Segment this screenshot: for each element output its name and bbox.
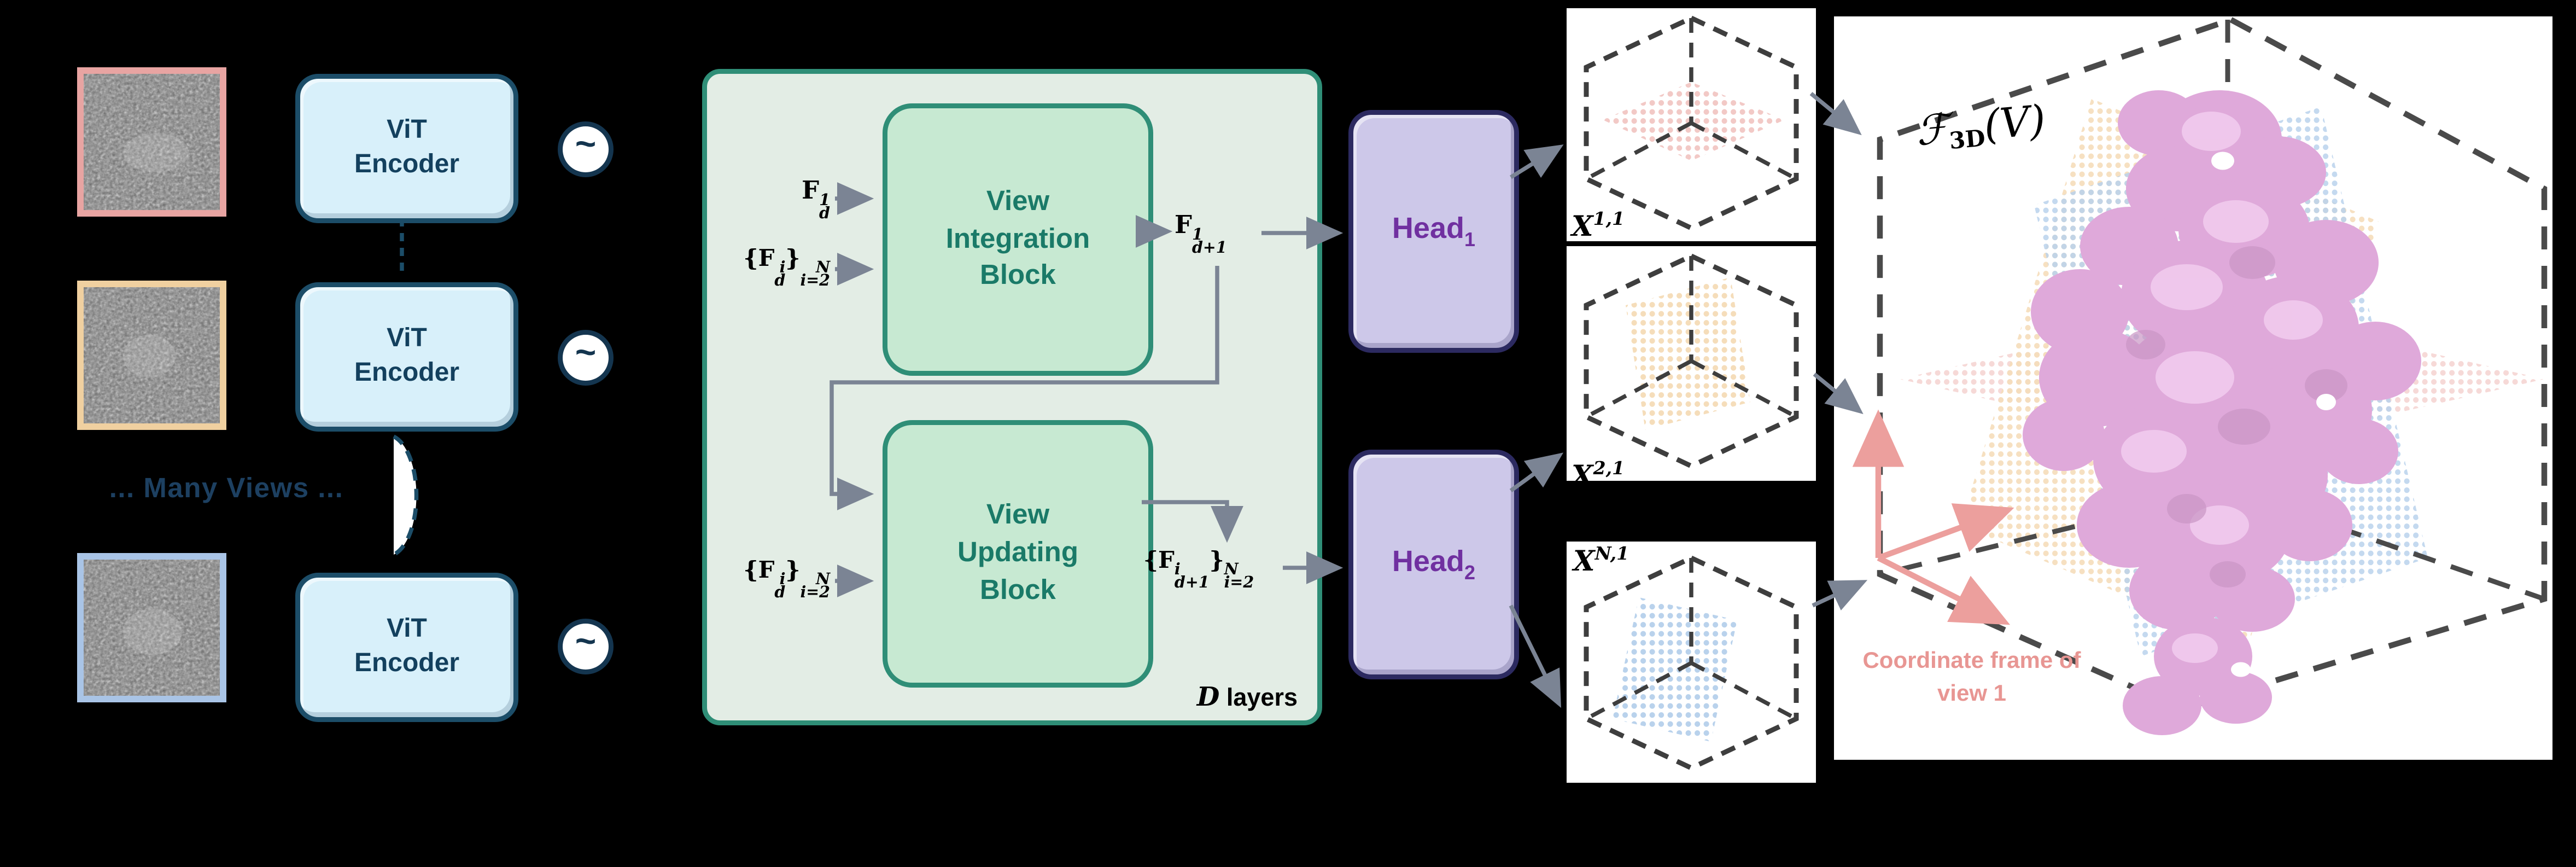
vit-label-line1: ViT <box>387 615 427 643</box>
block-label: View <box>986 499 1050 531</box>
decoder-layers-container: View Integration Block View Updating Blo… <box>702 69 1322 725</box>
block-label: Block <box>980 574 1056 606</box>
d-layers-label: D layers <box>1196 681 1298 712</box>
slice-2-label: X2,1 <box>1572 458 1625 481</box>
head-1-label: Head1 <box>1392 212 1476 251</box>
hidden-encoders-lens <box>394 437 417 555</box>
block-label: Block <box>980 260 1056 292</box>
slice-N-label: XN,1 <box>1573 543 1629 579</box>
input-view-N-image <box>77 553 226 702</box>
slice-plane-blue <box>1613 597 1737 742</box>
vit-label-line1: ViT <box>387 116 427 144</box>
noise-texture <box>84 74 220 210</box>
head-1-box: Head1 <box>1348 110 1519 353</box>
vit-encoder-N: ViT Encoder <box>295 573 518 722</box>
head-2-label: Head2 <box>1392 545 1476 584</box>
vit-encoder-1: ViT Encoder <box>295 74 518 223</box>
positional-encoding-icon: ~ <box>558 619 614 674</box>
protein-holes <box>2211 152 2336 677</box>
slice-panel-1: X1,1 <box>1567 8 1816 241</box>
head-2-box: Head2 <box>1348 450 1519 679</box>
slice-plane-pink <box>1603 82 1785 161</box>
view-integration-block: View Integration Block <box>883 103 1153 376</box>
input-view-1-image <box>77 67 226 217</box>
slice-panel-2: X2,1 <box>1567 246 1816 481</box>
volume-figure <box>1852 16 2548 735</box>
vit-label-line1: ViT <box>387 324 427 353</box>
slice-panel-N: XN,1 <box>1567 542 1816 783</box>
hidden-encoders-lens-border <box>393 434 419 557</box>
positional-encoding-icon: ~ <box>558 121 614 177</box>
block-label: View <box>986 184 1050 216</box>
block-label: Integration <box>945 222 1090 254</box>
noise-texture <box>84 560 220 696</box>
many-views-label: ... Many Views ... <box>109 473 344 504</box>
coordinate-frame-axes <box>1852 409 2014 625</box>
noise-texture <box>84 287 220 423</box>
protein-highlights <box>2121 112 2323 663</box>
coordinate-frame-label: Coordinate frame of view 1 <box>1862 647 2081 706</box>
slice-plane-orange <box>1626 277 1750 430</box>
volume-panel: ℱ3D(V) Coordinate frame of view 1 <box>1834 16 2552 760</box>
input-view-2-image <box>77 281 226 430</box>
vit-label-line2: Encoder <box>354 150 459 178</box>
block-label: Updating <box>957 537 1078 568</box>
cube-wireframe <box>1584 555 1799 771</box>
vit-label-line2: Encoder <box>354 358 459 387</box>
cube-wireframe <box>1584 15 1799 231</box>
vit-label-line2: Encoder <box>354 649 459 677</box>
vit-encoder-2: ViT Encoder <box>295 282 518 432</box>
protein-shading <box>2126 246 2347 587</box>
slice-1-label: X1,1 <box>1572 209 1625 241</box>
positional-encoding-icon: ~ <box>558 330 614 386</box>
view-updating-block: View Updating Block <box>883 420 1153 688</box>
cube-wireframe <box>1584 253 1799 469</box>
